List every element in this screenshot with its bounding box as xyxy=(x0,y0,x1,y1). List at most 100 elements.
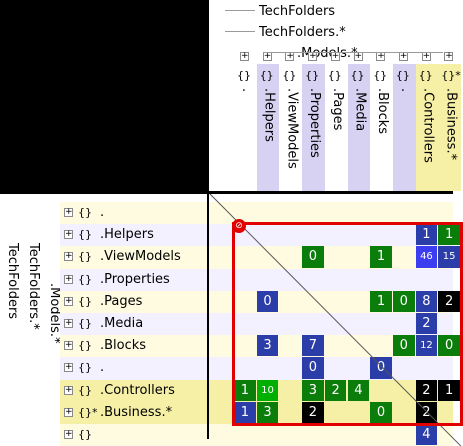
matrix-cell[interactable]: 4 xyxy=(415,424,438,446)
matrix-cell[interactable]: 46 xyxy=(415,246,438,268)
row-header-label[interactable]: .Pages xyxy=(100,293,143,309)
column-header-label[interactable]: .Pages xyxy=(329,88,345,131)
row-header-label[interactable]: .Helpers xyxy=(100,227,154,243)
matrix-cell[interactable]: 15 xyxy=(438,246,460,268)
matrix-cell[interactable]: 2 xyxy=(415,313,438,335)
row-expand-icon[interactable]: + xyxy=(64,429,73,439)
row-header-label[interactable]: .Controllers xyxy=(100,382,175,398)
cycle-warning-icon[interactable]: ⊘ xyxy=(232,219,246,233)
column-header-label[interactable]: .ViewModels xyxy=(284,88,300,169)
row-header-band[interactable] xyxy=(60,335,207,358)
column-header-label[interactable]: .Media xyxy=(352,88,368,132)
row-header-band[interactable] xyxy=(60,313,207,336)
row-expand-icon[interactable]: + xyxy=(64,406,73,417)
column-expand-icon[interactable]: + xyxy=(353,51,363,61)
row-header-band[interactable] xyxy=(60,401,207,424)
row-expand-icon[interactable]: + xyxy=(64,318,73,328)
column-header-band[interactable] xyxy=(279,64,303,191)
matrix-cell[interactable]: 0 xyxy=(256,290,279,312)
matrix-cell[interactable]: 1 xyxy=(234,379,256,401)
matrix-cell[interactable]: 8 xyxy=(415,290,438,312)
column-tree-models-label[interactable]: .Models.* xyxy=(297,46,358,61)
column-expand-icon[interactable]: + xyxy=(421,51,431,61)
row-header-label[interactable]: .Business.* xyxy=(100,404,173,420)
row-expand-icon[interactable]: + xyxy=(64,207,73,217)
column-header-band[interactable] xyxy=(324,64,348,191)
row-header-band[interactable] xyxy=(60,268,207,291)
matrix-cell[interactable]: 1 xyxy=(438,224,460,246)
column-expand-icon[interactable]: + xyxy=(240,51,249,61)
matrix-cell[interactable]: 0 xyxy=(392,290,415,312)
row-expand-icon[interactable]: + xyxy=(64,295,73,306)
column-tree-root-label[interactable]: TechFolders xyxy=(259,4,336,19)
row-tree-models-label[interactable]: .Models.* xyxy=(47,283,62,344)
row-tree-root-label[interactable]: TechFolders xyxy=(5,243,20,320)
row-tree-business-label[interactable]: TechFolders.* xyxy=(26,243,41,330)
row-header-band[interactable] xyxy=(60,357,207,380)
matrix-cell[interactable]: 1 xyxy=(370,246,392,268)
column-expand-icon[interactable]: + xyxy=(285,51,295,61)
column-header-label[interactable]: .Controllers xyxy=(420,88,436,163)
matrix-cell[interactable]: 0 xyxy=(302,246,324,268)
column-header-band[interactable] xyxy=(234,64,257,191)
column-header-label[interactable]: . xyxy=(239,88,254,93)
column-tree-business-label[interactable]: TechFolders.* xyxy=(259,25,346,40)
matrix-cell[interactable]: 2 xyxy=(415,379,438,401)
matrix-cell[interactable]: 0 xyxy=(392,335,415,357)
matrix-cell[interactable]: 2 xyxy=(302,401,324,423)
column-header-band[interactable] xyxy=(392,64,416,191)
column-header-band[interactable] xyxy=(302,64,325,191)
row-expand-icon[interactable]: + xyxy=(64,251,73,262)
column-expand-icon[interactable]: + xyxy=(444,51,454,61)
row-header-label[interactable]: . xyxy=(100,205,105,220)
column-header-band[interactable] xyxy=(347,64,371,191)
column-header-band[interactable] xyxy=(256,64,280,191)
row-header-label[interactable]: .Blocks xyxy=(100,338,147,354)
column-header-band[interactable] xyxy=(370,64,393,191)
row-header-band[interactable] xyxy=(60,246,207,269)
matrix-cell[interactable]: 4 xyxy=(347,379,370,401)
row-header-band[interactable] xyxy=(60,202,207,225)
column-expand-icon[interactable]: + xyxy=(398,51,408,61)
row-expand-icon[interactable]: + xyxy=(64,362,73,373)
column-header-band[interactable] xyxy=(415,64,439,191)
matrix-cell[interactable]: 0 xyxy=(302,357,324,379)
column-header-label[interactable]: . xyxy=(397,88,413,93)
column-header-label[interactable]: .Blocks xyxy=(375,88,391,135)
column-expand-icon[interactable]: + xyxy=(330,51,340,61)
matrix-cell[interactable]: 3 xyxy=(256,335,279,357)
row-header-label[interactable]: .ViewModels xyxy=(100,249,181,265)
row-header-label[interactable]: . xyxy=(100,360,105,376)
matrix-cell[interactable]: 7 xyxy=(302,335,324,357)
matrix-cell[interactable]: 1 xyxy=(234,401,256,423)
row-expand-icon[interactable]: + xyxy=(64,229,73,240)
matrix-cell[interactable]: 2 xyxy=(324,379,347,401)
column-header-label[interactable]: .Properties xyxy=(307,88,323,158)
column-header-band[interactable] xyxy=(438,64,461,191)
matrix-cell[interactable]: 0 xyxy=(370,357,392,379)
row-header-band[interactable] xyxy=(60,224,207,247)
row-header-band[interactable] xyxy=(60,379,207,402)
matrix-cell[interactable]: 12 xyxy=(415,335,438,357)
column-header-label[interactable]: .Helpers xyxy=(261,88,277,142)
row-expand-icon[interactable]: + xyxy=(64,340,73,351)
matrix-cell[interactable]: 1 xyxy=(370,290,392,312)
row-expand-icon[interactable]: + xyxy=(64,273,73,284)
matrix-cell[interactable]: 10 xyxy=(256,379,279,401)
row-header-label[interactable]: .Properties xyxy=(100,271,170,287)
matrix-cell[interactable]: 0 xyxy=(438,335,460,357)
matrix-cell[interactable]: 2 xyxy=(415,401,438,423)
matrix-cell[interactable]: 3 xyxy=(256,401,279,423)
matrix-cell[interactable]: 2 xyxy=(438,290,460,312)
column-expand-icon[interactable]: + xyxy=(308,51,318,61)
column-expand-icon[interactable]: + xyxy=(262,51,272,61)
column-expand-icon[interactable]: + xyxy=(376,51,386,61)
row-header-label[interactable]: .Media xyxy=(100,316,144,331)
matrix-cell[interactable]: 3 xyxy=(302,379,324,401)
row-expand-icon[interactable]: + xyxy=(64,384,73,395)
column-header-label[interactable]: .Business.* xyxy=(443,88,459,161)
matrix-cell[interactable]: 1 xyxy=(438,379,460,401)
row-header-band[interactable] xyxy=(60,424,207,446)
matrix-cell[interactable]: 1 xyxy=(415,224,438,246)
